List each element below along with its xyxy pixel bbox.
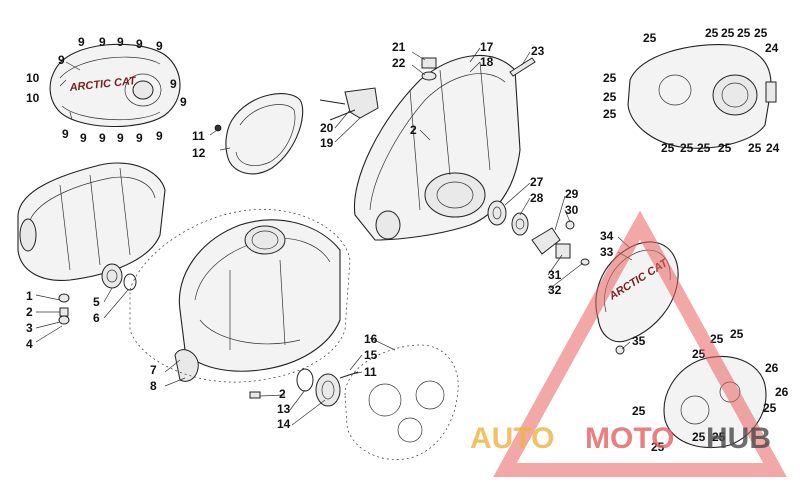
crankcase-gasket bbox=[129, 209, 351, 383]
callout-23: 23 bbox=[531, 44, 545, 58]
leader-lines bbox=[35, 47, 633, 426]
callout-12: 12 bbox=[192, 146, 206, 160]
callout-16: 16 bbox=[364, 332, 378, 346]
crankcase-half bbox=[174, 219, 341, 382]
callout-25: 25 bbox=[730, 327, 744, 341]
callout-9: 9 bbox=[62, 127, 69, 141]
callout-2: 2 bbox=[410, 123, 417, 137]
callout-9: 9 bbox=[99, 35, 106, 49]
seal-27-28 bbox=[487, 200, 529, 236]
callout-25: 25 bbox=[680, 141, 694, 155]
watermark-triangle-mark bbox=[493, 210, 787, 477]
magneto-gasket bbox=[344, 344, 459, 460]
callout-10: 10 bbox=[26, 91, 40, 105]
callout-17: 17 bbox=[480, 40, 494, 54]
callout-5: 5 bbox=[93, 295, 100, 309]
callout-9: 9 bbox=[180, 95, 187, 109]
callout-9: 9 bbox=[80, 131, 87, 145]
bearing-13-14 bbox=[249, 368, 359, 407]
callout-25: 25 bbox=[651, 440, 665, 454]
callout-6: 6 bbox=[93, 311, 100, 325]
callout-9: 9 bbox=[136, 37, 143, 51]
small-side-cover bbox=[663, 356, 767, 449]
callout-20: 20 bbox=[320, 121, 334, 135]
callout-25: 25 bbox=[763, 401, 777, 415]
clutch-cover-plate bbox=[214, 93, 304, 175]
watermark: AUTO MOTO HUB bbox=[470, 210, 787, 477]
callout-24: 24 bbox=[765, 41, 779, 55]
callout-9: 9 bbox=[117, 35, 124, 49]
callout-22: 22 bbox=[392, 56, 406, 70]
callout-24: 24 bbox=[766, 141, 780, 155]
top-small-parts bbox=[319, 57, 536, 121]
callout-25: 25 bbox=[705, 26, 719, 40]
watermark-text-auto: AUTO bbox=[470, 422, 554, 455]
callout-25: 25 bbox=[632, 404, 646, 418]
callout-25: 25 bbox=[718, 141, 732, 155]
callout-33: 33 bbox=[600, 245, 614, 259]
callout-25: 25 bbox=[737, 26, 751, 40]
small-plate-29 bbox=[531, 220, 590, 266]
callout-11: 11 bbox=[192, 129, 205, 143]
callout-26: 26 bbox=[765, 361, 779, 375]
callout-26: 26 bbox=[775, 385, 789, 399]
callout-9: 9 bbox=[78, 35, 85, 49]
callout-25: 25 bbox=[661, 141, 675, 155]
callout-25: 25 bbox=[754, 26, 768, 40]
callout-9: 9 bbox=[156, 39, 163, 53]
small-parts-group-left bbox=[58, 263, 137, 325]
inner-clutch-housing bbox=[17, 162, 166, 281]
callout-9: 9 bbox=[117, 131, 124, 145]
callout-8: 8 bbox=[150, 379, 157, 393]
watermark-text-hub: HUB bbox=[706, 422, 771, 455]
callout-35: 35 bbox=[632, 334, 646, 348]
callout-25: 25 bbox=[721, 26, 735, 40]
callout-2: 2 bbox=[279, 387, 286, 401]
callout-13: 13 bbox=[277, 402, 291, 416]
callout-25: 25 bbox=[603, 71, 617, 85]
callout-28: 28 bbox=[530, 191, 544, 205]
callout-labels: 9 9 9 9 9 9 9 9 9 9 9 9 9 9 10 10 11 12 … bbox=[26, 26, 789, 454]
callout-25: 25 bbox=[692, 430, 706, 444]
callout-25: 25 bbox=[603, 90, 617, 104]
callout-25: 25 bbox=[712, 430, 726, 444]
callout-34: 34 bbox=[600, 229, 614, 243]
callout-27: 27 bbox=[530, 175, 544, 189]
callout-9: 9 bbox=[58, 53, 65, 67]
callout-7: 7 bbox=[150, 363, 157, 377]
callout-3: 3 bbox=[26, 321, 33, 335]
callout-21: 21 bbox=[392, 40, 406, 54]
callout-25: 25 bbox=[603, 107, 617, 121]
callout-19: 19 bbox=[320, 136, 334, 150]
callout-32: 32 bbox=[548, 283, 562, 297]
callout-29: 29 bbox=[565, 187, 579, 201]
callout-10: 10 bbox=[26, 71, 40, 85]
callout-14: 14 bbox=[277, 417, 291, 431]
callout-9: 9 bbox=[170, 77, 177, 91]
callout-4: 4 bbox=[26, 337, 33, 351]
watermark-text-moto: MOTO bbox=[585, 422, 674, 455]
callout-9: 9 bbox=[136, 131, 143, 145]
callout-2: 2 bbox=[26, 305, 33, 319]
callout-9: 9 bbox=[156, 129, 163, 143]
callout-11: 11 bbox=[364, 365, 377, 379]
callout-25: 25 bbox=[697, 141, 711, 155]
callout-1: 1 bbox=[26, 289, 33, 303]
outer-clutch-cover: ARCTIC CAT bbox=[49, 43, 181, 127]
callout-15: 15 bbox=[364, 348, 378, 362]
engine-case bbox=[353, 55, 521, 241]
callout-25: 25 bbox=[643, 31, 657, 45]
callout-25: 25 bbox=[748, 141, 762, 155]
callout-9: 9 bbox=[99, 131, 106, 145]
cvt-cover-assembly bbox=[627, 44, 777, 149]
callout-30: 30 bbox=[565, 203, 579, 217]
callout-25: 25 bbox=[710, 332, 724, 346]
callout-18: 18 bbox=[480, 55, 494, 69]
callout-31: 31 bbox=[548, 268, 562, 282]
